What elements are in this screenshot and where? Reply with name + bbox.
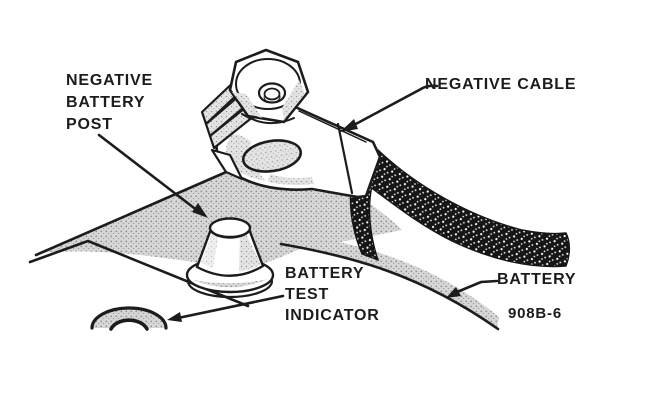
leader-battery-test-indicator: [167, 294, 285, 322]
label-negative-battery-post: NEGATIVE BATTERY POST: [66, 70, 153, 136]
label-line: POST: [66, 116, 113, 133]
leader-arrows: [97, 84, 499, 322]
label-line: TEST: [285, 286, 330, 303]
leader-negative-cable: [340, 84, 439, 132]
label-negative-cable: NEGATIVE CABLE: [425, 74, 576, 96]
branch-cable: [349, 177, 380, 262]
figure-number: 908B-6: [508, 305, 562, 322]
label-line: NEGATIVE: [66, 72, 154, 89]
battery-test-indicator-drawing: [90, 306, 168, 331]
label-line: NEGATIVE CABLE: [425, 76, 577, 93]
label-line: BATTERY: [497, 271, 577, 288]
cable-clamp-drawing: [200, 48, 382, 199]
leader-negative-battery-post: [97, 133, 208, 218]
label-battery-test-indicator: BATTERY TEST INDICATOR: [285, 263, 380, 326]
label-line: BATTERY: [66, 94, 146, 111]
leader-battery: [446, 279, 499, 298]
battery-post-drawing: [185, 217, 275, 299]
main-cable: [361, 148, 571, 268]
label-battery: BATTERY: [497, 269, 576, 291]
label-line: BATTERY: [285, 265, 365, 282]
negative-cable-drawing: [349, 148, 571, 268]
label-line: INDICATOR: [285, 307, 380, 324]
